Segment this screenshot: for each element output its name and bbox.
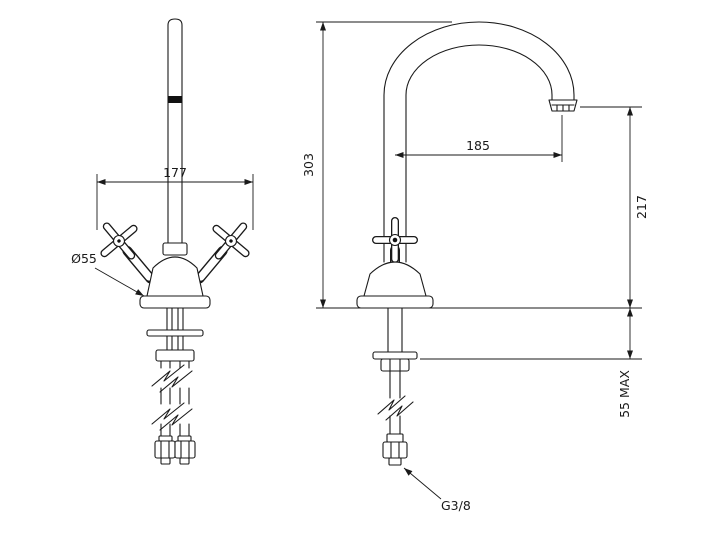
dim-thread-g38: G3/8 bbox=[403, 467, 471, 513]
gooseneck-spout-curve bbox=[383, 21, 575, 101]
base-flange-front bbox=[139, 295, 211, 309]
fitting-nut bbox=[154, 440, 176, 459]
dim-diameter-55: Ø55 bbox=[71, 251, 145, 297]
dim-303-label: 303 bbox=[301, 153, 316, 177]
mounting-nut-front bbox=[155, 349, 195, 362]
supply-hoses-front bbox=[160, 360, 190, 437]
fitting-nub bbox=[179, 457, 190, 465]
under-counter-washer bbox=[372, 351, 418, 360]
under-counter-nut-facets bbox=[389, 358, 401, 372]
dim-177-label: 177 bbox=[163, 165, 187, 180]
dim-outlet-height-217: 217 bbox=[580, 106, 649, 308]
hose-fitting-left bbox=[154, 435, 176, 465]
left-cross-handle bbox=[100, 222, 156, 284]
fitting-collar bbox=[158, 435, 173, 442]
fitting-nut bbox=[174, 440, 196, 459]
side-cross-handle bbox=[372, 217, 418, 277]
dim-55-leader-line bbox=[94, 267, 145, 297]
aerator bbox=[551, 104, 575, 112]
dim-reach-185: 185 bbox=[395, 115, 563, 162]
fitting-nub bbox=[160, 457, 171, 465]
left-handle-screw bbox=[117, 239, 121, 243]
break-symbol-side bbox=[377, 395, 414, 421]
inlet-fitting bbox=[382, 433, 408, 466]
dim-width-177: 177 bbox=[96, 165, 254, 230]
right-cross-handle bbox=[194, 222, 250, 284]
pipe-collar bbox=[162, 242, 188, 256]
shank-front bbox=[166, 307, 184, 351]
fitting-collar bbox=[177, 435, 192, 442]
inlet-nub bbox=[388, 457, 402, 466]
dim-217-label: 217 bbox=[634, 195, 649, 219]
dim-height-303: 303 bbox=[301, 21, 452, 308]
dimensions: 177 Ø55 303 185 217 55 MAX G3/8 bbox=[71, 21, 649, 513]
side-view bbox=[356, 21, 578, 466]
spout-pipe-front bbox=[167, 18, 183, 244]
fitting-facets bbox=[160, 440, 170, 459]
faucet-body-side bbox=[363, 261, 427, 297]
inlet-collar bbox=[386, 433, 404, 443]
riser-tube bbox=[383, 94, 407, 263]
side-handle-screw bbox=[392, 237, 398, 243]
faucet-body-front bbox=[146, 256, 204, 297]
dim-55-label: Ø55 bbox=[71, 251, 97, 266]
base-flange-side bbox=[356, 295, 434, 309]
mounting-plate-front bbox=[146, 329, 204, 337]
hose-fitting-right bbox=[174, 435, 196, 465]
shank-side bbox=[387, 307, 403, 353]
pipe-band bbox=[168, 96, 182, 103]
g38-label: G3/8 bbox=[441, 498, 471, 513]
dim-55max-label: 55 MAX bbox=[617, 370, 632, 418]
g38-leader-line bbox=[403, 467, 442, 500]
right-handle-screw bbox=[229, 239, 233, 243]
supply-tube-side bbox=[389, 370, 401, 435]
dim-185-label: 185 bbox=[466, 138, 490, 153]
inlet-nut-facets bbox=[390, 441, 400, 459]
break-symbol-front-lower bbox=[151, 402, 193, 431]
front-view bbox=[100, 18, 250, 465]
under-counter-nut bbox=[380, 358, 410, 372]
dim-deck-thickness-55max: 55 MAX bbox=[617, 308, 633, 418]
break-symbol-front-upper bbox=[151, 364, 193, 393]
fitting-facets bbox=[180, 440, 190, 459]
inlet-nut bbox=[382, 441, 408, 459]
